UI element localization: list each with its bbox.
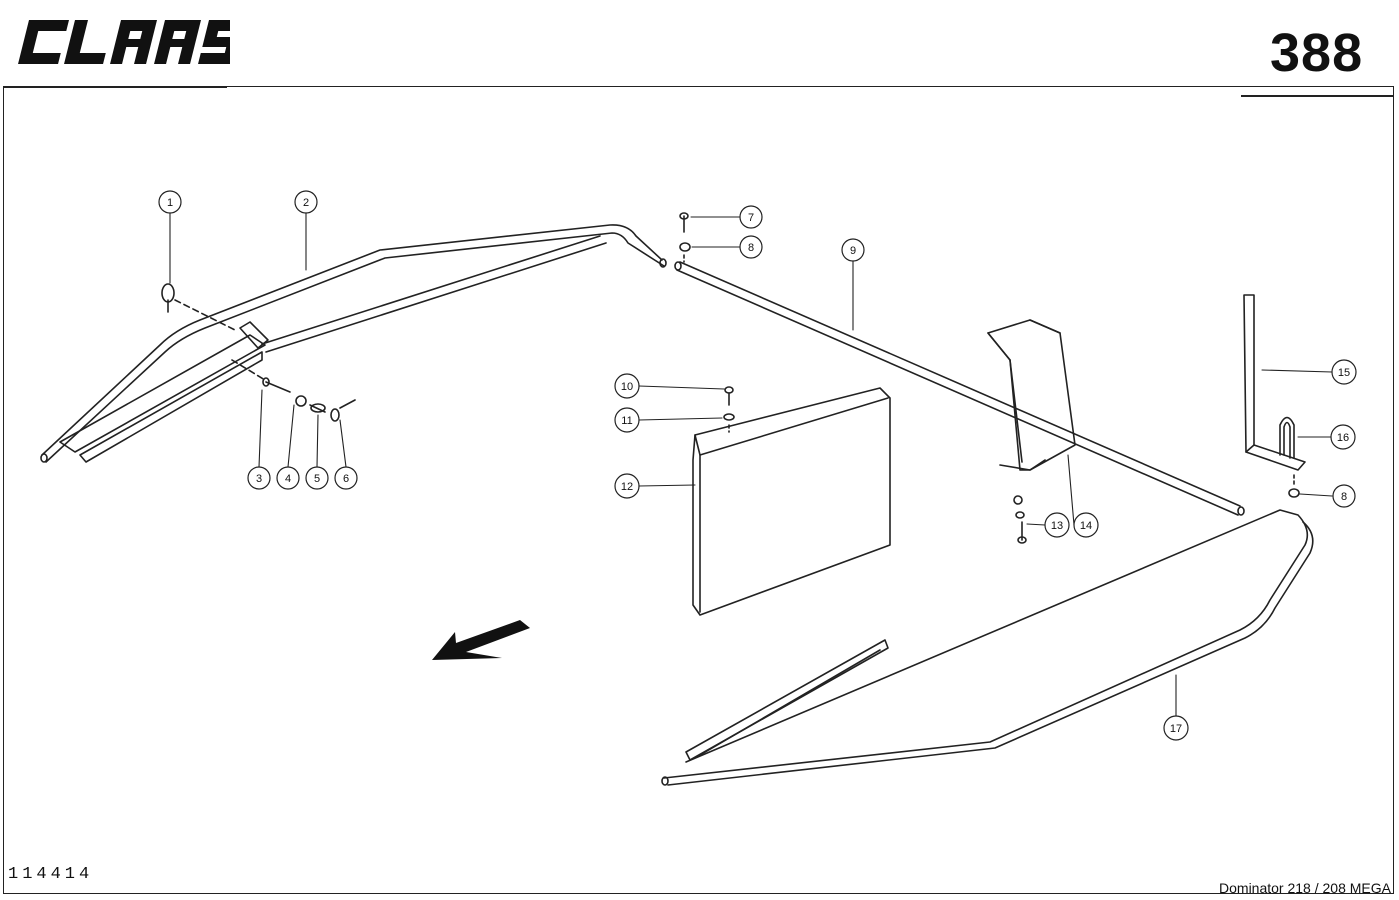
svg-text:8: 8 — [748, 242, 754, 254]
hardware-1 — [161, 283, 236, 331]
callout-7: 7 — [739, 205, 763, 229]
hardware-10-11 — [723, 386, 735, 433]
hardware-3-6 — [231, 359, 356, 422]
svg-text:15: 15 — [1338, 367, 1350, 379]
callout-3: 3 — [247, 466, 271, 490]
svg-text:12: 12 — [621, 481, 633, 493]
header-rule-right — [1241, 95, 1394, 97]
drawing-frame — [3, 86, 1394, 894]
callout-15: 15 — [1331, 359, 1357, 385]
u-bolt-16 — [1279, 416, 1295, 459]
svg-text:9: 9 — [850, 245, 856, 257]
callout-5: 5 — [305, 466, 329, 490]
callout-2: 2 — [294, 190, 318, 214]
svg-text:13: 13 — [1051, 520, 1063, 532]
callout-17: 17 — [1163, 715, 1189, 741]
plate-12 — [692, 387, 891, 616]
callout-11: 11 — [614, 407, 640, 433]
model-label: Dominator 218 / 208 MEGA — [1219, 880, 1391, 896]
callout-10: 10 — [614, 373, 640, 399]
callout-9: 9 — [841, 238, 865, 262]
claas-logo — [18, 20, 230, 64]
callout-6: 6 — [334, 466, 358, 490]
rod-center — [674, 261, 1245, 516]
callout-16: 16 — [1330, 424, 1356, 450]
hardware-13 — [1013, 495, 1027, 544]
svg-text:3: 3 — [256, 473, 262, 485]
rail-left — [40, 224, 667, 463]
callout-8b: 8 — [1332, 484, 1356, 508]
svg-text:17: 17 — [1170, 723, 1182, 735]
callout-1: 1 — [158, 190, 182, 214]
hardware-8b — [1288, 474, 1300, 498]
rail-right — [661, 509, 1314, 786]
callout-14: 14 — [1073, 512, 1099, 538]
drawing-number: 114414 — [8, 865, 94, 884]
bracket-15 — [1243, 294, 1306, 471]
svg-text:1: 1 — [167, 197, 173, 209]
bracket-14 — [987, 319, 1076, 471]
svg-text:2: 2 — [303, 197, 309, 209]
svg-text:8: 8 — [1341, 491, 1347, 503]
svg-text:6: 6 — [343, 473, 349, 485]
svg-text:14: 14 — [1080, 520, 1092, 532]
callout-12: 12 — [614, 473, 640, 499]
svg-text:7: 7 — [748, 212, 754, 224]
svg-text:10: 10 — [621, 381, 633, 393]
svg-text:4: 4 — [285, 473, 291, 485]
svg-text:5: 5 — [314, 473, 320, 485]
hardware-7-8 — [679, 212, 691, 263]
page-number: 388 — [1270, 23, 1364, 83]
svg-text:16: 16 — [1337, 432, 1349, 444]
callout-13: 13 — [1044, 512, 1070, 538]
svg-text:11: 11 — [621, 415, 632, 427]
callout-4: 4 — [276, 466, 300, 490]
header-rule-left — [3, 86, 227, 88]
direction-arrow — [432, 620, 530, 660]
callout-8: 8 — [739, 235, 763, 259]
